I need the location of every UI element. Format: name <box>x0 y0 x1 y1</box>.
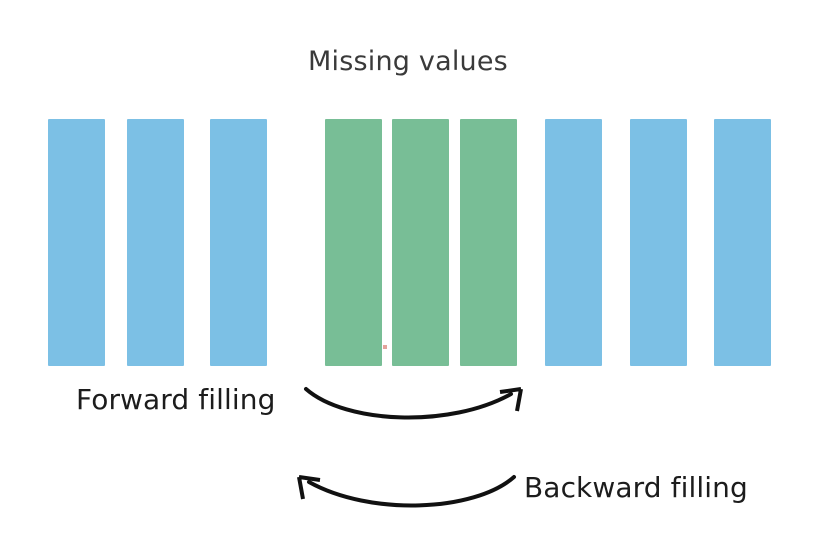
forward-filling-arrow-icon <box>304 387 523 420</box>
page-title: Missing values <box>308 46 508 77</box>
bar-item <box>545 119 602 366</box>
bar-item <box>210 119 267 366</box>
bar-item <box>48 119 105 366</box>
bar-item <box>127 119 184 366</box>
backward-filling-arrow-icon <box>297 475 516 508</box>
bar-item <box>460 119 517 366</box>
backward-filling-label: Backward filling <box>524 471 748 504</box>
bar-item <box>630 119 687 366</box>
stray-mark <box>383 345 387 349</box>
bar-item <box>714 119 771 366</box>
bar-item <box>325 119 382 366</box>
bar-item <box>392 119 449 366</box>
forward-filling-label: Forward filling <box>76 383 276 416</box>
